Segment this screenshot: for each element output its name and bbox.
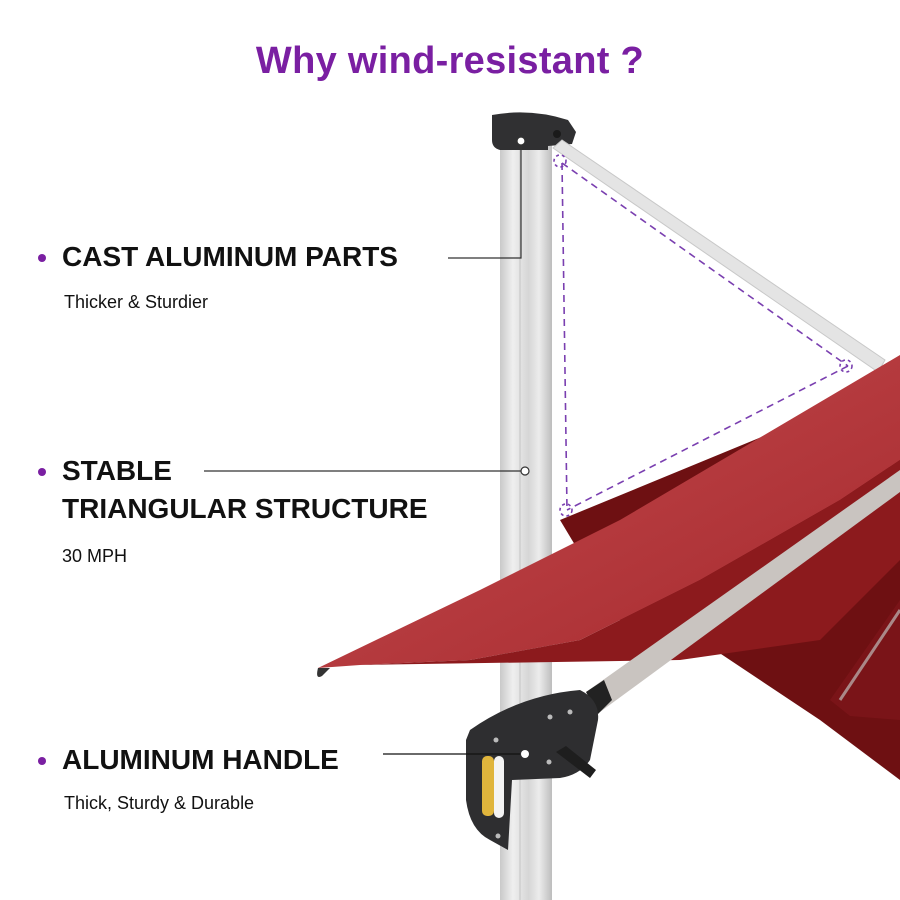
top-cap	[492, 112, 576, 150]
bullet-dot	[38, 254, 46, 262]
feature-description: Thicker & Sturdier	[64, 292, 209, 312]
canopy	[318, 355, 900, 668]
bullet-dot	[38, 757, 46, 765]
callout-line-cast-aluminum	[448, 141, 522, 259]
feature-heading: CAST ALUMINUM PARTS	[62, 241, 398, 272]
bullet-dot	[38, 468, 46, 476]
page-title: Why wind-resistant ?	[255, 40, 645, 82]
handle-grip-accent	[482, 756, 494, 816]
feature-description: Thick, Sturdy & Durable	[64, 793, 255, 813]
feature-heading-line1: STABLE	[62, 455, 172, 486]
feature-heading: ALUMINUM HANDLE	[62, 744, 339, 775]
feature-heading-line2: TRIANGULAR STRUCTURE	[62, 493, 428, 524]
triangle-outline	[561, 162, 849, 511]
upper-strut	[552, 139, 886, 373]
feature-description: 30 MPH	[62, 546, 128, 566]
tilt-arm	[586, 470, 900, 712]
